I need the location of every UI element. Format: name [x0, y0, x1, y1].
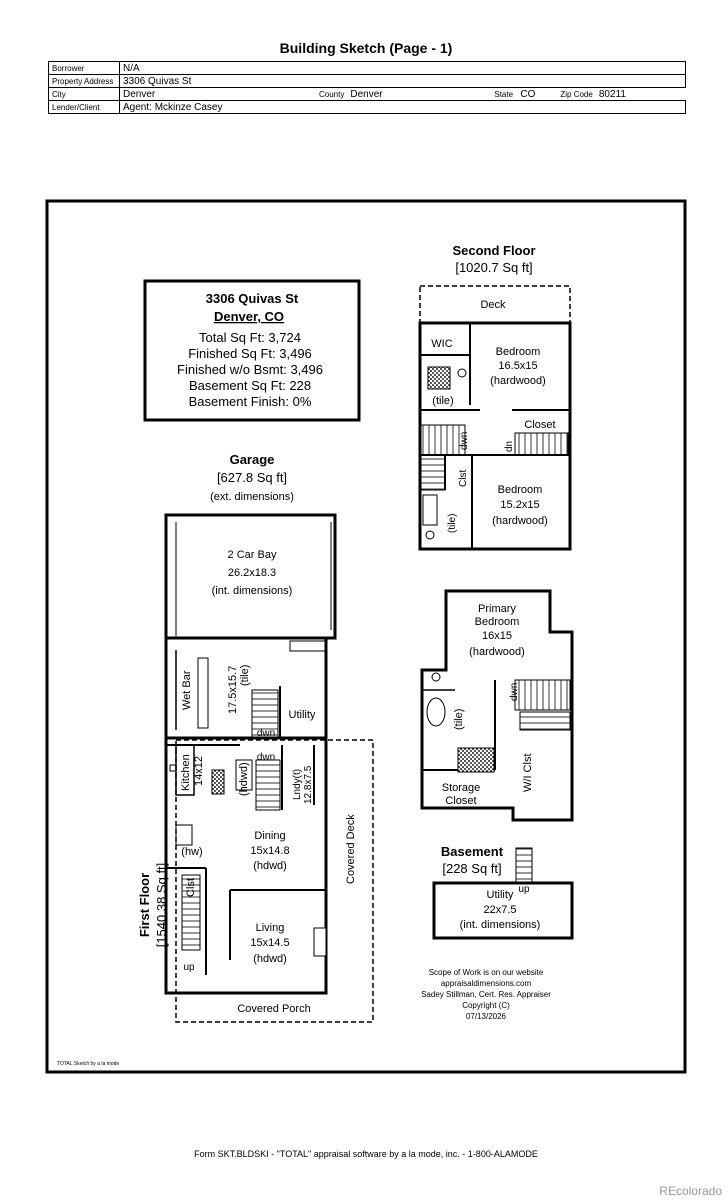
dining-dim: 15x14.8: [250, 845, 289, 857]
dining-floor: (hdwd): [253, 860, 287, 872]
up-label: up: [183, 962, 195, 973]
page-title: Building Sketch (Page - 1): [279, 40, 453, 56]
first-floor-area: [1540.38 Sq ft]: [154, 863, 169, 948]
garage-area: [627.8 Sq ft]: [217, 470, 287, 485]
basement-area: [228 Sq ft]: [442, 861, 501, 876]
scope-line-2: appraisaldimensions.com: [441, 979, 532, 988]
bedroom1-label: Bedroom: [496, 346, 541, 358]
deck-label: Deck: [480, 299, 506, 311]
garage-title: Garage: [230, 452, 275, 467]
first-floor-plan: Wet Bar 17.5x15.7 (tile) Utility dwn dwn…: [137, 636, 374, 1023]
hw-label: (hw): [181, 846, 202, 858]
bedroom2-label: Bedroom: [498, 484, 543, 496]
laundry-dim: 12.8x7.5: [303, 765, 314, 804]
living-dim: 15x14.5: [250, 937, 289, 949]
first-floor-title: First Floor: [137, 873, 152, 937]
scope-note: Scope of Work is on our website appraisa…: [421, 968, 551, 1021]
basement-utility-note: (int. dimensions): [460, 919, 541, 931]
primary-suite-plan: Primary Bedroom 16x15 (hardwood) (tile) …: [420, 589, 574, 822]
summary-address: 3306 Quivas St: [206, 291, 299, 306]
scope-line-3: Sadey Stillman, Cert. Res. Appraiser: [421, 990, 551, 999]
basement-title: Basement: [441, 844, 504, 859]
summary-city: Denver, CO: [214, 309, 284, 324]
kitchen-dim: 14x12: [193, 756, 205, 786]
family-dim-label: 17.5x15.7: [227, 666, 239, 714]
laundry-label: Lndy(t): [292, 769, 303, 800]
scope-line-5: 07/13/2026: [466, 1012, 507, 1021]
primary-dwn-label: dwn: [509, 683, 520, 701]
bath1-tile-label: (tile): [432, 395, 453, 407]
garage-bay-label: 2 Car Bay: [228, 549, 277, 561]
summary-basement: Basement Sq Ft: 228: [189, 378, 311, 393]
summary-basement-finish: Basement Finish: 0%: [189, 394, 312, 409]
basement-plan: Basement [228 Sq ft] up Utility 22x7.5 (…: [432, 844, 574, 940]
deck-outline: [419, 285, 571, 324]
bedroom2-dim: 15.2x15: [500, 499, 539, 511]
watermark: REcolorado: [659, 1184, 722, 1198]
primary-floor: (hardwood): [469, 646, 525, 658]
basement-utility-label: Utility: [487, 889, 514, 901]
covered-deck-label: Covered Deck: [345, 814, 357, 884]
sketch-frame: [45, 199, 687, 1074]
dwn-label-1: dwn: [257, 728, 275, 739]
garage-bay-note: (int. dimensions): [212, 585, 293, 597]
first-floor-clst-label: Clst: [185, 878, 197, 897]
utility-label: Utility: [289, 709, 316, 721]
wet-bar-label: Wet Bar: [181, 670, 193, 710]
summary-total: Total Sq Ft: 3,724: [199, 330, 301, 345]
garage-plan: Garage [627.8 Sq ft] (ext. dimensions) 2…: [164, 452, 337, 652]
second-floor-plan: Second Floor [1020.7 Sq ft] Deck WIC Bed…: [418, 243, 572, 551]
wi-closet-label: W/I Clst: [522, 754, 534, 793]
stair-dn-label: dn: [504, 441, 515, 452]
summary-box: 3306 Quivas St Denver, CO Total Sq Ft: 3…: [143, 279, 361, 422]
wic-label: WIC: [431, 338, 452, 350]
summary-finished-wo-bsmt: Finished w/o Bsmt: 3,496: [177, 362, 323, 377]
basement-up-label: up: [518, 884, 530, 895]
bedroom1-dim: 16.5x15: [498, 360, 537, 372]
covered-porch-label: Covered Porch: [237, 1003, 310, 1015]
sketch-credit: TOTAL Sketch by a la mode: [57, 1061, 119, 1067]
scope-line-1: Scope of Work is on our website: [429, 968, 544, 977]
bedroom1-floor: (hardwood): [490, 375, 546, 387]
garage-note: (ext. dimensions): [210, 491, 294, 503]
family-floor-label: (tile): [239, 665, 251, 686]
bath2-tile-label: (tile): [447, 514, 458, 533]
storage-label-1: Storage: [442, 782, 481, 794]
living-floor: (hdwd): [253, 953, 287, 965]
kitchen-label: Kitchen: [180, 754, 192, 791]
second-floor-area: [1020.7 Sq ft]: [455, 260, 532, 275]
living-label: Living: [256, 922, 285, 934]
clst-label: Clst: [458, 470, 469, 487]
scope-line-4: Copyright (C): [462, 1001, 510, 1010]
covered-deck-porch-outline: [175, 739, 374, 1023]
basement-utility-dim: 22x7.5: [483, 904, 516, 916]
lender-value: Agent: Mckinze Casey: [119, 100, 686, 114]
bedroom2-floor: (hardwood): [492, 515, 548, 527]
header-table: Borrower N/A Property Address 3306 Quiva…: [48, 61, 686, 114]
second-floor-title: Second Floor: [452, 243, 535, 258]
primary-dim: 16x15: [482, 630, 512, 642]
closet-label: Closet: [524, 419, 555, 431]
primary-bath-tile: (tile): [453, 709, 465, 730]
form-footer: Form SKT.BLDSKI - "TOTAL" appraisal soft…: [194, 1149, 538, 1159]
kitchen-floor: (hdwd): [238, 762, 250, 796]
primary-label-2: Bedroom: [475, 616, 520, 628]
dwn-label-2: dwn: [257, 752, 275, 763]
primary-label-1: Primary: [478, 603, 516, 615]
storage-label-2: Closet: [445, 795, 476, 807]
summary-finished: Finished Sq Ft: 3,496: [188, 346, 312, 361]
stair-dwn-label: dwn: [459, 432, 470, 450]
dining-label: Dining: [254, 830, 285, 842]
garage-bay-dim: 26.2x18.3: [228, 567, 276, 579]
